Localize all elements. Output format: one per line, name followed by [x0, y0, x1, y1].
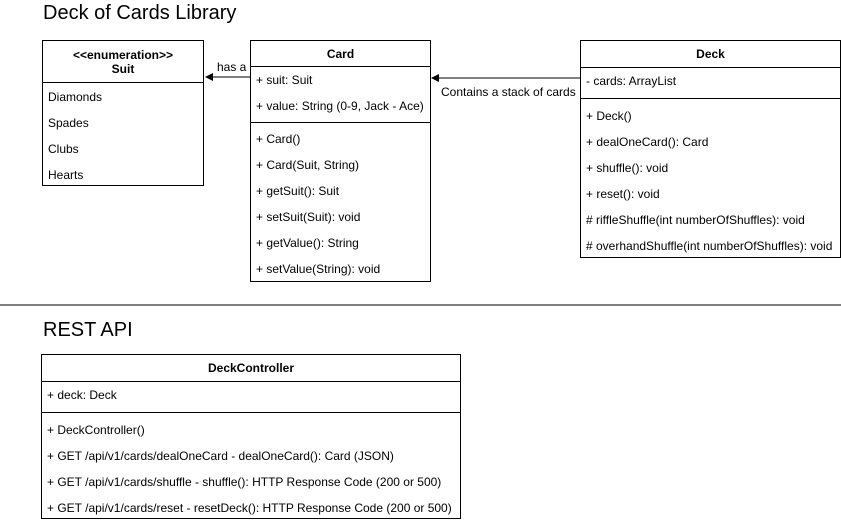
- attribute: + deck: Deck: [47, 388, 117, 402]
- method: + GET /api/v1/cards/reset - resetDeck():…: [47, 501, 452, 515]
- contains-stack-label: Contains a stack of cards: [441, 85, 576, 99]
- suit-class-name: Suit: [111, 61, 135, 76]
- suit-values: Diamonds Spades Clubs Hearts: [43, 83, 203, 188]
- card-to-suit-arrow: [205, 73, 250, 81]
- card-attributes: + suit: Suit + value: String (0-9, Jack …: [251, 67, 430, 123]
- card-class-name: Card: [326, 46, 355, 61]
- enum-value: Hearts: [48, 168, 84, 182]
- method: + dealOneCard(): Card: [586, 135, 709, 149]
- method: + getSuit(): Suit: [256, 184, 340, 198]
- api-title: REST API: [43, 319, 133, 341]
- suit-class-box: <<enumeration>> Suit Diamonds Spades Clu…: [42, 40, 204, 186]
- enum-value: Diamonds: [48, 90, 103, 104]
- method: + reset(): void: [586, 187, 660, 201]
- attribute: + value: String (0-9, Jack - Ace): [256, 99, 424, 113]
- enum-value: Spades: [48, 116, 89, 130]
- deck-to-card-arrow: [431, 74, 580, 82]
- suit-class-header: <<enumeration>> Suit: [43, 41, 203, 83]
- deck-class-header: Deck: [581, 41, 840, 68]
- deck-methods: + Deck() + dealOneCard(): Card + shuffle…: [581, 99, 840, 259]
- deckcontroller-attributes: + deck: Deck: [42, 382, 460, 413]
- card-class-header: Card: [251, 41, 430, 67]
- attribute: - cards: ArrayList: [586, 74, 677, 88]
- card-class-box: Card + suit: Suit + value: String (0-9, …: [250, 40, 431, 282]
- method: + getValue(): String: [256, 236, 359, 250]
- method: + GET /api/v1/cards/dealOneCard - dealOn…: [47, 449, 394, 463]
- deckcontroller-class-header: DeckController: [42, 355, 460, 382]
- method: + shuffle(): void: [586, 161, 669, 175]
- method: # overhandShuffle(int numberOfShuffles):…: [586, 239, 833, 253]
- deck-attributes: - cards: ArrayList: [581, 68, 840, 99]
- has-a-label: has a: [217, 60, 247, 74]
- method: # riffleShuffle(int numberOfShuffles): v…: [586, 213, 805, 227]
- deck-class-name: Deck: [696, 47, 725, 61]
- method: + Card(Suit, String): [256, 158, 360, 172]
- deckcontroller-methods: + DeckController() + GET /api/v1/cards/d…: [42, 413, 460, 521]
- library-title: Deck of Cards Library: [43, 2, 237, 24]
- method: + Card(): [256, 132, 301, 146]
- suit-stereotype: <<enumeration>>: [72, 47, 174, 62]
- method: + DeckController(): [47, 423, 145, 437]
- method: + GET /api/v1/cards/shuffle - shuffle():…: [47, 475, 442, 489]
- card-methods: + Card() + Card(Suit, String) + getSuit(…: [251, 123, 430, 282]
- method: + setValue(String): void: [256, 262, 381, 276]
- method: + Deck(): [586, 109, 632, 123]
- method: + setSuit(Suit): void: [256, 210, 361, 224]
- deck-class-box: Deck - cards: ArrayList + Deck() + dealO…: [580, 40, 841, 258]
- enum-value: Clubs: [48, 142, 79, 156]
- deckcontroller-class-box: DeckController + deck: Deck + DeckContro…: [41, 354, 461, 519]
- attribute: + suit: Suit: [256, 73, 313, 87]
- deckcontroller-class-name: DeckController: [207, 361, 295, 375]
